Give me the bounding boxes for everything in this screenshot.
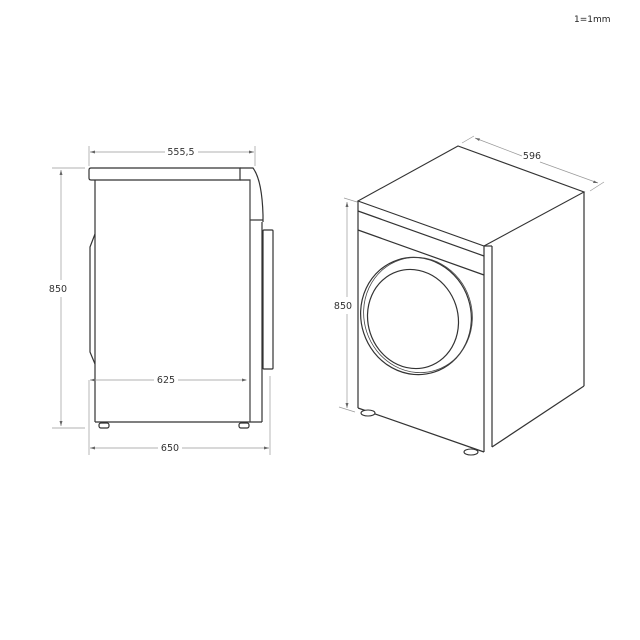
door-profile (89, 233, 96, 365)
side-view: 555,5 850 (49, 146, 274, 455)
dimension-total-depth: 650 (88, 376, 271, 455)
foot-front (98, 422, 110, 429)
dimension-top-depth: 555,5 (88, 146, 256, 166)
door (360, 256, 473, 376)
dimension-height-iso: 850 (334, 197, 358, 413)
rear-panel (262, 229, 274, 370)
top-rear-curve (240, 167, 264, 222)
dim-label-650: 650 (161, 443, 179, 454)
dim-label-596: 596 (523, 151, 541, 162)
top-face (356, 145, 586, 247)
scale-note: 1=1mm (574, 15, 611, 25)
foot-rear (238, 422, 250, 429)
dimension-body-depth: 625 (90, 375, 247, 386)
dim-label-625: 625 (157, 375, 175, 386)
top-plate (88, 167, 241, 181)
door-glass (366, 268, 460, 370)
foot-iso-right (463, 448, 479, 456)
dim-label-555: 555,5 (167, 147, 194, 158)
dim-label-850-side: 850 (49, 284, 67, 295)
dim-label-850-iso: 850 (334, 301, 352, 312)
dimension-height-side: 850 (49, 167, 85, 429)
dimension-width-iso: 596 (461, 135, 605, 192)
foot-iso-left (360, 409, 376, 417)
iso-view: 596 850 (334, 135, 605, 456)
